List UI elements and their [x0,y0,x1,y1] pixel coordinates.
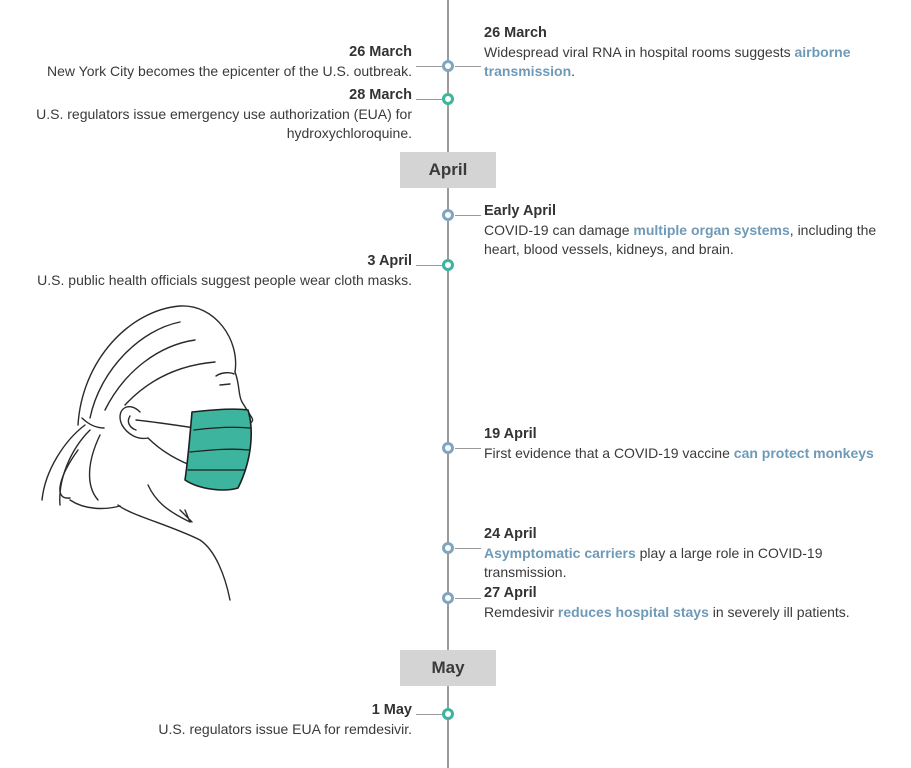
month-label-may: May [400,650,496,686]
timeline-node [442,708,454,720]
highlight-link[interactable]: can protect monkeys [733,445,874,461]
event-text: Asymptomatic carriers play a large role … [484,545,823,580]
collar [179,509,193,523]
eyebrow [215,371,235,377]
neck [147,484,191,523]
connector-line [455,215,481,216]
ponytail [88,434,101,501]
event-date: 19 April [484,426,537,442]
connector-line [416,265,442,266]
event-entry: 3 April U.S. public health officials sug… [12,252,412,290]
event-date: 26 March [484,25,547,41]
eye [219,383,231,386]
event-entry: 26 March Widespread viral RNA in hospita… [484,24,904,81]
masked-person-illustration [41,305,254,601]
hair-line [89,321,181,419]
month-label-april: April [400,152,496,188]
event-date: 24 April [484,526,537,542]
event-text: First evidence that a COVID-19 vaccine c… [484,445,874,461]
event-entry: 24 April Asymptomatic carriers play a la… [484,525,904,582]
mask-strap [135,419,196,429]
hair-tie [81,417,105,429]
connector-line [455,598,481,599]
event-text: Widespread viral RNA in hospital rooms s… [484,44,851,79]
ear [119,406,149,440]
event-entry: Early April COVID-19 can damage multiple… [484,202,904,259]
event-text: Remdesivir reduces hospital stays in sev… [484,604,850,620]
event-text: New York City becomes the epicenter of t… [47,63,412,79]
mask-pleat [189,448,250,453]
mask-pleat [193,426,251,431]
ponytail [41,424,86,501]
timeline-node [442,93,454,105]
event-entry: 27 April Remdesivir reduces hospital sta… [484,584,904,622]
timeline-node [442,60,454,72]
ear-inner [127,415,137,431]
hair-line [124,361,216,406]
event-date: 26 March [349,44,412,60]
highlight-link[interactable]: Asymptomatic carriers [484,545,636,561]
connector-line [416,66,442,67]
connector-line [455,66,481,67]
event-text: U.S. regulators issue EUA for remdesivir… [158,721,412,737]
event-entry: 1 May U.S. regulators issue EUA for remd… [12,701,412,739]
timeline-node [442,592,454,604]
event-date: 27 April [484,585,537,601]
timeline-node [442,209,454,221]
event-entry: 28 March U.S. regulators issue emergency… [12,86,412,143]
highlight-link[interactable]: airborne transmission [484,44,851,79]
event-date: 28 March [349,87,412,103]
connector-line [416,714,442,715]
event-date: Early April [484,203,556,219]
back-line [69,499,121,510]
ponytail [59,429,91,506]
ponytail [59,449,79,499]
event-text: U.S. regulators issue emergency use auth… [36,106,412,141]
shoulder [117,504,231,601]
highlight-link[interactable]: multiple organ systems [633,222,790,238]
event-entry: 19 April First evidence that a COVID-19 … [484,425,904,463]
highlight-link[interactable]: reduces hospital stays [557,604,709,620]
timeline-node [442,442,454,454]
event-text: COVID-19 can damage multiple organ syste… [484,222,877,257]
event-entry: 26 March New York City becomes the epice… [12,43,412,81]
connector-line [416,99,442,100]
timeline-node [442,542,454,554]
connector-line [455,548,481,549]
event-text: U.S. public health officials suggest peo… [37,272,412,288]
timeline-node [442,259,454,271]
connector-line [455,448,481,449]
timeline-axis [447,0,449,768]
hair-outline [77,305,237,426]
event-date: 1 May [371,702,412,718]
hair-line [104,339,196,411]
event-date: 3 April [367,253,412,269]
